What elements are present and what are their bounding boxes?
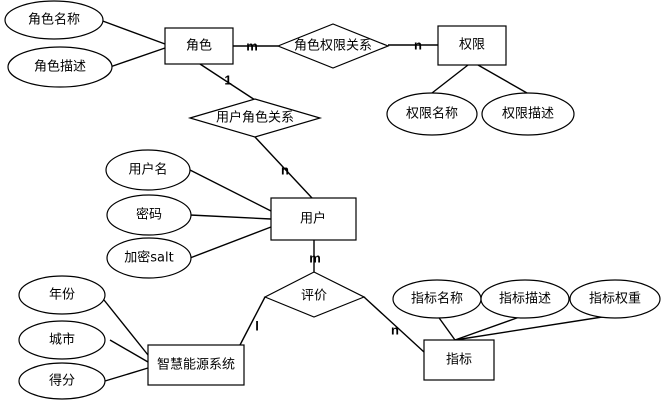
cardinality-indicator-eval-n: n: [391, 323, 399, 338]
cardinality-user-eval-m: m: [309, 251, 321, 266]
entity-smart-energy-system-label: 智慧能源系统: [157, 357, 235, 373]
entity-user: 用户: [270, 197, 357, 241]
line-city-to-system: [109, 339, 149, 363]
attribute-permission-name-label: 权限名称: [406, 106, 458, 122]
cardinality-role-1: 1: [224, 73, 231, 88]
cardinality-permission-n: n: [414, 38, 422, 53]
attribute-role-description-label: 角色描述: [34, 59, 86, 75]
relationship-evaluation-label: 评价: [301, 289, 327, 304]
entity-permission-label: 权限: [459, 37, 485, 53]
line-ind-weight-to-indicator: [454, 314, 616, 341]
attribute-city-label: 城市: [49, 332, 75, 348]
line-role-to-ur-relation: [199, 63, 256, 101]
cardinality-user-n: n: [281, 163, 289, 178]
relationship-evaluation: 评价: [263, 271, 366, 318]
attribute-username: 用户名: [105, 149, 191, 191]
attribute-password-label: 密码: [136, 207, 162, 223]
relationship-role-permission: 角色权限关系: [276, 23, 390, 69]
entity-indicator-label: 指标: [446, 353, 472, 368]
line-permission-to-perm-desc: [477, 64, 528, 94]
attribute-indicator-name-label: 指标名称: [411, 291, 463, 307]
line-ind-name-to-indicator: [436, 314, 456, 341]
line-year-to-system: [99, 294, 149, 356]
relationship-role-permission-label: 角色权限关系: [294, 38, 372, 54]
attribute-year-label: 年份: [49, 288, 75, 303]
connectors: [99, 19, 616, 382]
line-salt-to-user: [189, 226, 272, 259]
attribute-encryption-salt: 加密salt: [106, 237, 192, 279]
line-evaluation-to-indicator: [363, 296, 425, 353]
attribute-password: 密码: [106, 194, 192, 236]
attribute-role-name-label: 角色名称: [28, 12, 80, 28]
relationship-user-role-label: 用户角色关系: [216, 110, 294, 126]
entity-role: 角色: [164, 27, 234, 65]
relationship-user-role: 用户角色关系: [187, 98, 323, 138]
attribute-permission-description-label: 权限描述: [502, 106, 554, 122]
attribute-indicator-weight: 指标权重: [569, 279, 661, 319]
attribute-score: 得分: [18, 362, 106, 400]
cardinality-system-eval-l: l: [255, 319, 259, 334]
attribute-indicator-name: 指标名称: [392, 279, 482, 319]
cardinality-role-m: m: [246, 39, 258, 54]
line-evaluation-to-system: [239, 296, 266, 346]
line-ur-relation-to-user: [254, 136, 313, 199]
attribute-role-description: 角色描述: [7, 46, 113, 88]
line-permission-to-perm-name: [431, 64, 469, 94]
entity-indicator: 指标: [423, 339, 495, 381]
entity-role-label: 角色: [186, 38, 212, 54]
attribute-username-label: 用户名: [128, 162, 167, 178]
attribute-role-name: 角色名称: [4, 0, 104, 40]
attribute-encryption-salt-label: 加密salt: [124, 250, 173, 266]
attribute-indicator-description-label: 指标描述: [499, 292, 551, 307]
attribute-indicator-weight-label: 指标权重: [589, 291, 641, 307]
line-ind-desc-to-indicator: [454, 314, 526, 341]
entity-user-label: 用户: [300, 211, 326, 227]
cardinality-labels: m n 1 n m l n: [224, 38, 422, 338]
line-password-to-user: [189, 214, 272, 220]
attribute-score-label: 得分: [49, 373, 75, 389]
line-score-to-system: [104, 367, 149, 382]
entity-smart-energy-system: 智慧能源系统: [147, 344, 245, 386]
attribute-indicator-description: 指标描述: [480, 279, 570, 319]
attribute-year: 年份: [18, 275, 106, 315]
attribute-permission-name: 权限名称: [386, 92, 478, 136]
line-role-desc-to-role: [109, 47, 166, 68]
attribute-permission-description: 权限描述: [481, 92, 575, 136]
line-username-to-user: [189, 169, 272, 212]
attribute-city: 城市: [18, 320, 106, 360]
line-role-name-to-role: [99, 19, 166, 45]
entity-permission: 权限: [437, 25, 507, 66]
